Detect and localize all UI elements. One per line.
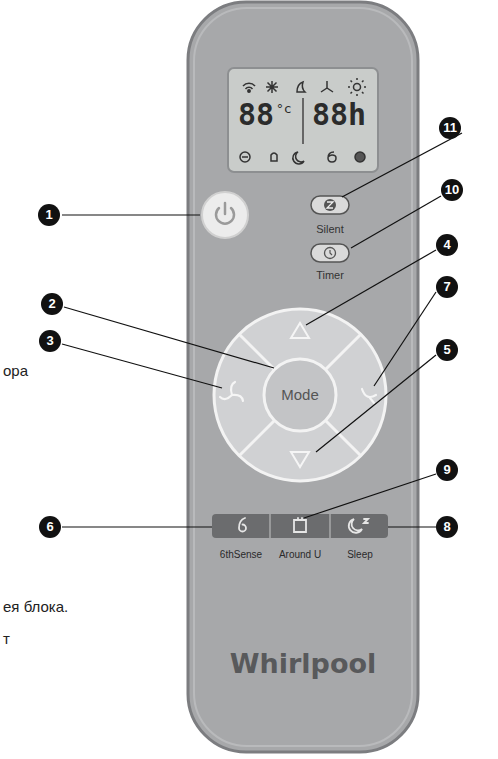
direction-pad: [362, 389, 376, 397]
function-bar: [269, 514, 271, 538]
function-bar: [239, 518, 246, 532]
brand-logo: Whirlpool: [188, 648, 418, 679]
direction-pad: [214, 309, 386, 481]
remote-housing: [188, 2, 418, 752]
lcd-unit: °c: [276, 102, 292, 117]
callout-number: 9: [436, 459, 458, 481]
leader-line: [62, 214, 200, 215]
timer-button: [311, 244, 349, 262]
callout-number: 3: [39, 330, 61, 352]
function-bar: [349, 519, 362, 533]
leader-line: [306, 250, 436, 325]
function-bar: [329, 514, 331, 538]
button-label: 6thSense: [210, 549, 272, 561]
cropped-caption-text: ора: [3, 362, 28, 379]
direction-pad: [264, 359, 336, 431]
callout-number: 1: [38, 204, 60, 226]
silent-button: [327, 202, 333, 208]
lcd-icons: [242, 156, 248, 158]
timer-button: [325, 248, 336, 259]
leader-line: [64, 307, 274, 368]
callout-number: 7: [436, 276, 458, 298]
direction-pad: [232, 395, 243, 401]
power-button: [202, 192, 248, 238]
silent-button: [311, 196, 349, 214]
cropped-caption-text: т: [3, 630, 10, 647]
lcd-display: [228, 68, 378, 172]
remote-body: Whirlpool 88°c 88hSilentTimerMode 6thSenseA…: [188, 2, 418, 752]
lcd-icons: [348, 78, 366, 96]
callout-number: 2: [41, 293, 63, 315]
direction-pad: [239, 334, 274, 369]
callout-number: 6: [39, 516, 61, 538]
direction-pad: [220, 395, 232, 399]
remote-housing: [188, 2, 418, 752]
leader-line: [316, 355, 436, 452]
lcd-hours: 88h: [312, 98, 366, 133]
function-bar: [364, 519, 368, 523]
leader-line: [304, 474, 436, 518]
around-u-button: Around U: [270, 512, 330, 560]
lcd-icons: [321, 81, 333, 92]
leader-line: [62, 526, 212, 527]
direction-pad: [214, 309, 386, 481]
mode-label: Mode: [265, 386, 335, 403]
sleep-button: Sleep: [330, 512, 390, 560]
power-button: [224, 203, 227, 214]
direction-pad: [326, 334, 361, 369]
direction-pad: [326, 421, 361, 456]
callout-number: 10: [441, 179, 463, 201]
callout-number: 4: [436, 234, 458, 256]
lcd-display: [302, 98, 304, 144]
silent-button: [311, 196, 349, 214]
lcd-icons: [297, 82, 305, 92]
lcd-display: 88°c 88h: [228, 68, 378, 172]
lcd-icons: [328, 152, 336, 162]
lcd-icons: [240, 152, 250, 162]
leader-line: [62, 344, 222, 388]
lcd-icons: [243, 83, 255, 89]
leader-line: [62, 133, 462, 527]
timer-button: [330, 250, 332, 255]
lcd-display: [228, 68, 378, 172]
power-button: [202, 192, 248, 238]
silent-button: [324, 199, 336, 211]
function-bar: [239, 518, 368, 533]
lcd-icons: [354, 84, 361, 91]
button-label: Sleep: [330, 549, 390, 561]
leader-line: [388, 526, 436, 527]
sixth-sense-button: 6thSense: [210, 512, 272, 560]
direction-pad: [239, 334, 361, 456]
direction-pad: [220, 382, 376, 403]
button-label: Timer: [303, 269, 357, 282]
lcd-icons: [293, 152, 304, 164]
timer-button: Timer: [303, 240, 357, 282]
function-bar: [212, 514, 388, 538]
direction-pad: [291, 452, 309, 467]
function-bar: [212, 514, 388, 538]
silent-button: Silent: [303, 192, 357, 236]
mode-button: Mode: [265, 360, 335, 430]
leader-line: [351, 196, 441, 248]
lcd-icons: [248, 90, 250, 92]
lcd-icons: [355, 152, 365, 162]
button-label: Silent: [303, 223, 357, 236]
lcd-temperature: 88: [238, 98, 274, 133]
leader-line: [374, 292, 436, 386]
direction-pad: [239, 421, 274, 456]
callout-number: 5: [436, 339, 458, 361]
cropped-caption-text: ея блока.: [3, 598, 68, 615]
button-label: Around U: [270, 549, 330, 561]
direction-pad: [231, 382, 235, 395]
lcd-icons: [266, 81, 278, 93]
callout-number: 11: [439, 117, 461, 139]
callout-number: 8: [436, 516, 458, 538]
lcd-icons: [271, 153, 277, 161]
timer-button: [311, 244, 349, 262]
function-bar: [294, 518, 306, 532]
direction-pad: [370, 398, 374, 403]
